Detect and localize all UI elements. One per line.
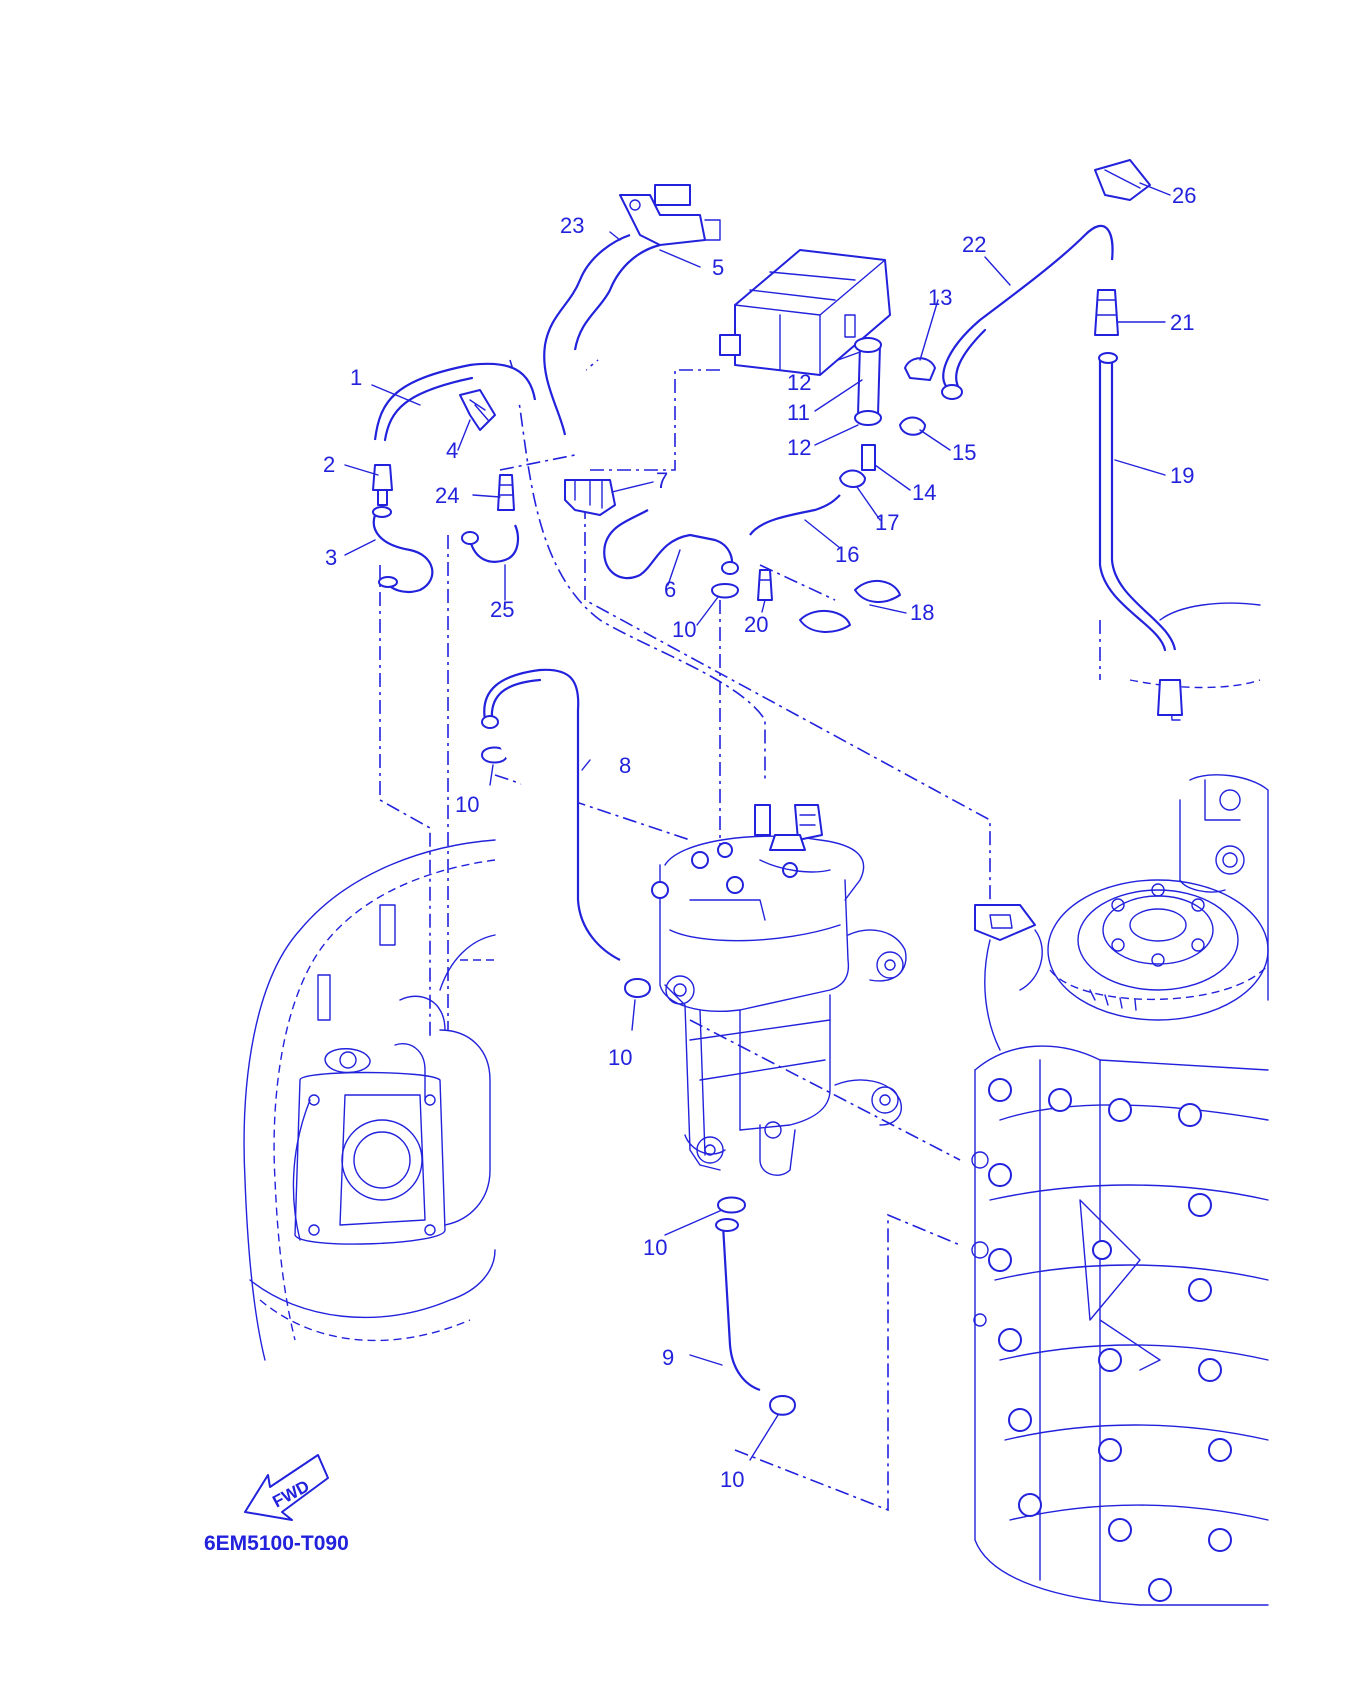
callout-16: 16 <box>835 542 859 567</box>
fitting-21 <box>1094 289 1119 336</box>
callout-22: 22 <box>962 232 986 257</box>
hose-8 <box>481 668 621 961</box>
callout-4: 4 <box>446 438 458 463</box>
clamp-10-mid <box>624 978 651 998</box>
callout-18: 18 <box>910 600 934 625</box>
callout-15: 15 <box>952 440 976 465</box>
tube-11-12 <box>854 337 882 426</box>
engine-block <box>971 774 1269 1606</box>
callout-26: 26 <box>1172 183 1196 208</box>
clamp-10-upper <box>711 583 739 599</box>
fitting-2 <box>372 464 393 506</box>
callout-10d: 10 <box>643 1235 667 1260</box>
hose-22 <box>941 224 1114 400</box>
callout-20: 20 <box>744 612 768 637</box>
fwd-arrow-icon: FWD <box>244 1454 329 1521</box>
callout-3: 3 <box>325 545 337 570</box>
clamp-10-lower <box>717 1196 746 1214</box>
callout-21: 21 <box>1170 310 1194 335</box>
callout-7: 7 <box>656 468 668 493</box>
diagram-code: 6EM5100-T090 <box>204 1532 349 1555</box>
callout-13: 13 <box>928 285 952 310</box>
callout-19: 19 <box>1170 463 1194 488</box>
clip-13 <box>904 357 936 381</box>
left-manifold-outline <box>243 839 496 1361</box>
hose-16 <box>749 494 841 536</box>
callout-24: 24 <box>435 483 459 508</box>
callout-9: 9 <box>662 1345 674 1370</box>
callout-17: 17 <box>875 510 899 535</box>
hose-9 <box>715 1218 761 1392</box>
callout-5: 5 <box>712 255 724 280</box>
callout-12a: 12 <box>787 370 811 395</box>
charcoal-canister <box>719 249 891 376</box>
leader-lines <box>344 182 1171 1461</box>
fitting-20 <box>757 569 773 601</box>
hose-1 <box>373 362 537 442</box>
clamp-10-bottom <box>769 1395 796 1416</box>
fittings-14-15-17 <box>839 416 926 488</box>
callout-10b: 10 <box>455 792 479 817</box>
callout-12b: 12 <box>787 435 811 460</box>
vapor-separator <box>651 804 907 1176</box>
routing-lines <box>379 359 1101 1512</box>
right-edge-outline <box>1129 602 1261 721</box>
hose-25 <box>461 524 520 563</box>
hose-6 <box>603 509 739 580</box>
block-bolts <box>988 1078 1232 1602</box>
clip-4 <box>459 389 496 431</box>
callout-8: 8 <box>619 753 631 778</box>
hose-3 <box>372 506 434 594</box>
callout-10a: 10 <box>672 617 696 642</box>
callout-14: 14 <box>912 480 936 505</box>
callout-25: 25 <box>490 597 514 622</box>
callout-23: 23 <box>560 213 584 238</box>
callout-2: 2 <box>323 452 335 477</box>
callout-10c: 10 <box>608 1045 632 1070</box>
callout-1: 1 <box>350 365 362 390</box>
callout-11: 11 <box>787 400 810 425</box>
hoses-23-5 <box>543 184 721 436</box>
hose-19 <box>1098 352 1177 652</box>
clip-26 <box>1094 159 1151 201</box>
fitting-24 <box>497 474 515 511</box>
callout-10e: 10 <box>720 1467 744 1492</box>
bracket-7 <box>564 479 616 516</box>
callout-labels: 1 2 3 4 5 6 7 8 9 10 10 10 10 10 11 12 1… <box>323 183 1196 1492</box>
clamp-18 <box>799 580 901 633</box>
callout-6: 6 <box>664 577 676 602</box>
